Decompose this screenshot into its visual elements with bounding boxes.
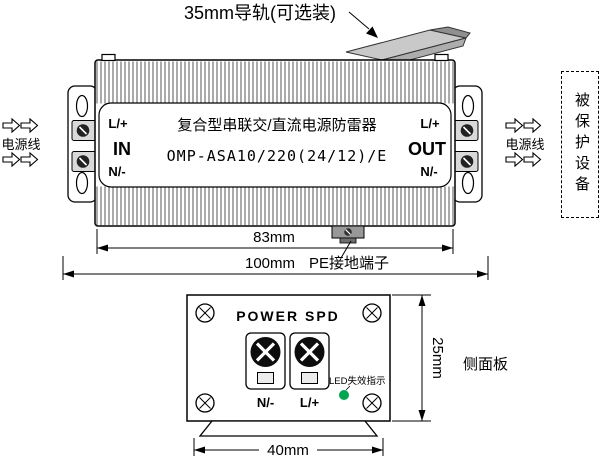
pe-ground-terminal [331, 225, 365, 259]
flow-arrow-icon [505, 151, 524, 168]
mount-hole-icon [461, 94, 475, 118]
led-indicator-label: LED失效指示 [329, 375, 385, 387]
dimension-100mm-label: 100mm [245, 255, 295, 272]
label-plate [98, 102, 452, 188]
panel-corner-screw-icon [195, 303, 215, 323]
device-title: 复合型串联交/直流电源防雷器 [177, 116, 376, 134]
panel-terminal-block-minus [245, 332, 286, 390]
device-model: OMP-ASA10/220(24/12)/E [167, 147, 388, 165]
panel-base [198, 420, 379, 437]
panel-corner-screw-icon [362, 303, 382, 323]
pe-leader-line [340, 240, 352, 259]
out-minus-label: N/- [420, 164, 437, 179]
in-label: IN [113, 139, 131, 159]
output-terminal-screws [453, 120, 479, 172]
flow-arrow-icon [20, 117, 39, 134]
dimension-40mm: 40mm [193, 438, 384, 458]
led-indicator-icon [339, 390, 349, 400]
panel-terminal-block-plus [289, 332, 330, 390]
top-clip [101, 53, 116, 62]
dimension-83mm-label: 83mm [253, 229, 295, 246]
din-rail-note: 35mm导轨(可选装) [184, 3, 336, 23]
panel-plus-label: L/+ [300, 395, 320, 410]
mount-hole-icon [461, 171, 475, 195]
protected-equipment-box: 被保护设备 [561, 71, 599, 218]
flow-arrow-icon [20, 151, 39, 168]
panel-corner-screw-icon [362, 393, 382, 413]
power-line-right-label: 电源线 [505, 137, 544, 152]
din-rail-end-cap [429, 26, 471, 39]
flow-arrow-icon [2, 151, 21, 168]
panel-minus-label: N/- [257, 395, 274, 410]
in-plus-label: L/+ [108, 116, 128, 131]
right-mounting-bracket [452, 85, 483, 203]
dimension-25mm-label: 25mm [429, 337, 446, 379]
panel-corner-screw-icon [195, 393, 215, 413]
flow-arrow-icon [505, 117, 524, 134]
cooling-fins-bottom [96, 186, 454, 225]
device-body [94, 53, 456, 227]
front-panel: POWER SPD N/- L/+ LED失效指示 [186, 294, 391, 422]
device-labels: L/+ IN N/- 复合型串联交/直流电源防雷器 OMP-ASA10/220(… [108, 116, 446, 179]
cooling-fins-top [96, 61, 454, 104]
power-line-right: 电源线 [505, 117, 545, 168]
panel-title: POWER SPD [236, 308, 340, 324]
side-panel-label: 侧面板 [463, 355, 508, 373]
din-rail-leader-arrow [348, 11, 378, 38]
wire-clamp-slot [257, 372, 274, 384]
mount-hole-icon [75, 94, 89, 118]
dimension-25mm: 25mm [392, 294, 446, 422]
left-mounting-bracket [67, 85, 98, 203]
power-line-left: 电源线 [1, 117, 41, 168]
input-terminal-screws [71, 120, 97, 172]
out-label: OUT [408, 139, 446, 159]
wire-clamp-slot [301, 372, 318, 384]
mount-hole-icon [75, 171, 89, 195]
top-clip [434, 53, 449, 62]
in-minus-label: N/- [108, 164, 125, 179]
pe-terminal-label: PE接地端子 [309, 255, 389, 272]
dimension-83mm: 83mm [96, 229, 454, 254]
dimension-100mm: 100mm [62, 255, 489, 280]
dimension-40mm-label: 40mm [267, 442, 309, 458]
flow-arrow-icon [2, 117, 21, 134]
power-line-left-label: 电源线 [1, 137, 40, 152]
out-plus-label: L/+ [420, 116, 440, 131]
flow-arrow-icon [523, 151, 542, 168]
flow-arrow-icon [523, 117, 542, 134]
